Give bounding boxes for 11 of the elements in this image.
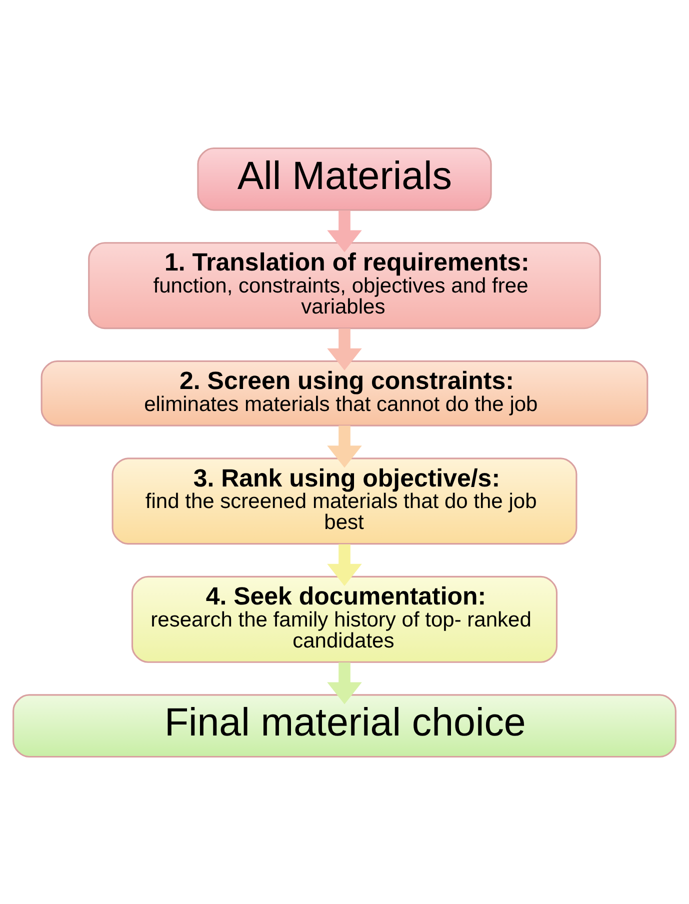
node-box: Final material choice — [12, 694, 676, 758]
node-box: All Materials — [197, 146, 492, 210]
node-box: 2. Screen using constraints: eliminates materials that cannot do the job — [40, 360, 648, 426]
node-box: 3. Rank using objective/s: find the screened materials that do the job best — [112, 457, 578, 544]
node-box: 1. Translation of requirements: function, constraints, objectives and free variables — [88, 242, 601, 329]
node-box: 4. Seek documentation: research the family history of top- ranked candidates — [131, 575, 558, 662]
arrow — [327, 328, 362, 370]
arrow — [327, 425, 362, 468]
arrow — [327, 210, 362, 252]
arrow — [327, 544, 362, 586]
arrow — [327, 662, 362, 704]
